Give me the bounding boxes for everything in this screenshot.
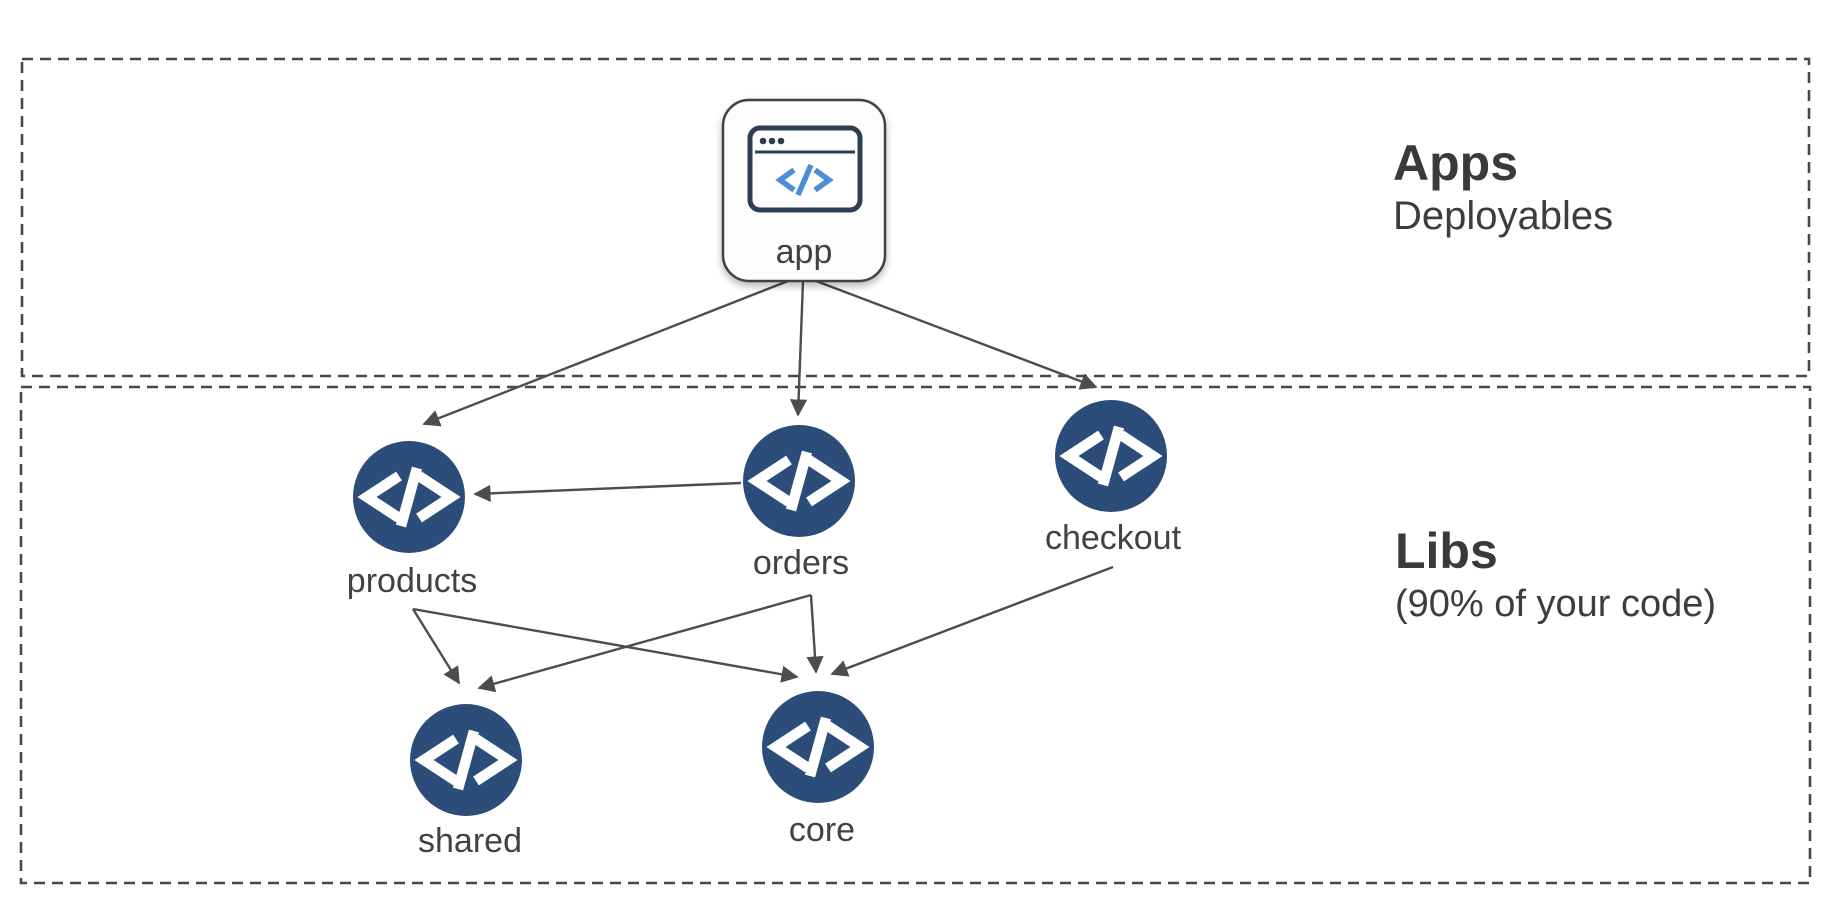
code-icon (357, 466, 461, 528)
browser-dot (759, 137, 767, 145)
node-label-checkout: checkout (1044, 519, 1182, 557)
edge-app-checkout (815, 279, 1098, 390)
edge-products-core (412, 607, 799, 683)
node-label-app: app (775, 233, 833, 271)
edges-layer (411, 279, 1114, 693)
node-label-shared: shared (418, 822, 522, 860)
node-checkout (1055, 400, 1167, 512)
apps-section-border (20, 57, 1811, 378)
node-shared (410, 704, 522, 816)
node-label-products: products (346, 562, 478, 600)
code-icon (766, 716, 870, 778)
libs-section-subtitle: (90% of your code) (1395, 583, 1717, 625)
apps-section-title: Apps (1393, 135, 1518, 191)
code-icon (1059, 425, 1163, 487)
browser-dot (777, 137, 785, 145)
libs-section-title: Libs (1395, 523, 1498, 579)
node-core (762, 691, 874, 803)
libs-section-border (19, 385, 1812, 885)
node-orders (743, 425, 855, 537)
browser-window-frame (747, 125, 863, 213)
browser-code-icon (747, 125, 863, 213)
edge-products-shared (411, 608, 461, 685)
node-app (721, 98, 887, 283)
edge-app-orders (789, 280, 808, 417)
node-products (353, 441, 465, 553)
edge-checkout-core (830, 565, 1114, 677)
apps-section-subtitle: Deployables (1393, 194, 1614, 238)
edge-app-products (422, 279, 789, 427)
code-icon (414, 729, 518, 791)
edge-orders-products (473, 481, 742, 502)
node-label-orders: orders (752, 544, 850, 582)
code-icon (747, 450, 851, 512)
edge-orders-shared (477, 593, 812, 693)
node-label-core: core (788, 811, 856, 849)
browser-dot (768, 137, 776, 145)
code-glyph-blue (775, 163, 834, 197)
edge-orders-core (806, 594, 824, 674)
